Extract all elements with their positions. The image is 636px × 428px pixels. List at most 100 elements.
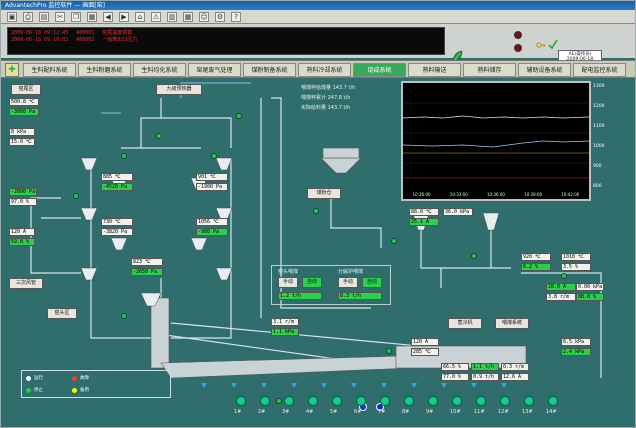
process-value[interactable]: 1056 ℃ <box>196 218 228 226</box>
nav-tab[interactable]: 生料配料系统 <box>23 63 76 77</box>
alarm-lamp-icon[interactable] <box>514 44 522 52</box>
back-icon[interactable]: ◀ <box>103 12 113 22</box>
chart-icon[interactable]: ▥ <box>167 12 177 22</box>
process-value[interactable]: -3820 Pa <box>101 228 133 236</box>
user-icon[interactable]: ☺ <box>199 12 209 22</box>
dosing-button[interactable]: 喂煤系统 <box>495 318 529 329</box>
fan-icon[interactable] <box>236 396 246 406</box>
cooler-button[interactable]: 蓖冷机 <box>448 318 482 329</box>
manual-button[interactable]: 手动 <box>278 277 298 288</box>
alarm-row[interactable]: 2009-06-18 09:12:45 A00001 窑尾温度报警 <box>11 30 441 37</box>
kiln-head-button[interactable]: 窑头区 <box>47 308 77 319</box>
process-value[interactable]: -980 Pa <box>196 228 228 236</box>
process-value[interactable]: 823 ℃ <box>131 258 163 266</box>
paste-icon[interactable]: ▦ <box>87 12 97 22</box>
acknowledge-icon[interactable] <box>548 38 558 50</box>
status-light-icon[interactable] <box>391 238 397 244</box>
process-value[interactable]: 1010 ℃ <box>561 253 591 261</box>
trend-chart[interactable]: 10:30:00 10:33:00 10:36:00 10:39:00 10:4… <box>401 81 591 201</box>
process-value[interactable]: 28.0 A <box>546 283 576 291</box>
process-value[interactable]: 0.3 r/m <box>501 363 529 371</box>
help-icon[interactable]: ? <box>231 12 241 22</box>
status-light-icon[interactable] <box>313 208 319 214</box>
nav-tab[interactable]: 生料均化系统 <box>133 63 186 77</box>
process-value[interactable]: 0.00 kPa <box>576 283 604 291</box>
forward-icon[interactable]: ▶ <box>119 12 129 22</box>
config-icon[interactable]: ⚙ <box>215 12 225 22</box>
status-light-icon[interactable] <box>73 193 79 199</box>
fan-icon[interactable] <box>452 396 462 406</box>
nav-tab[interactable]: 熟料储存 <box>463 63 516 77</box>
fan-icon[interactable] <box>380 396 390 406</box>
status-light-icon[interactable] <box>471 253 477 259</box>
process-value[interactable]: 2.4 kPa <box>561 348 591 356</box>
process-value[interactable]: 730 ℃ <box>101 218 133 226</box>
manual-button[interactable]: 手动 <box>338 277 358 288</box>
process-value[interactable]: -3000 Pa <box>9 108 39 116</box>
nav-tab[interactable]: 窑尾废气处理 <box>188 63 241 77</box>
fan-icon[interactable] <box>260 396 270 406</box>
status-light-icon[interactable] <box>561 273 567 279</box>
process-value[interactable]: 8 kPa <box>9 128 35 136</box>
process-value[interactable]: 120 A <box>9 228 35 236</box>
fan-icon[interactable] <box>476 396 486 406</box>
menu-icon[interactable]: ✚ <box>5 63 19 77</box>
process-value[interactable]: 36.0 kPa <box>443 208 473 216</box>
process-value[interactable]: 3.8 r/m <box>546 293 576 301</box>
alarm-log[interactable]: 2009-06-18 09:12:45 A00001 窑尾温度报警 2009-0… <box>7 27 445 55</box>
status-light-icon[interactable] <box>156 133 162 139</box>
nav-tab[interactable]: 煤粉制备系统 <box>243 63 296 77</box>
home-icon[interactable]: ⌂ <box>135 12 145 22</box>
process-value[interactable]: 12.6 A <box>501 373 529 381</box>
nav-tab[interactable]: 熟料冷却系统 <box>298 63 351 77</box>
nav-tab[interactable]: 生料粉磨系统 <box>78 63 131 77</box>
fan-icon[interactable] <box>284 396 294 406</box>
fan-icon[interactable] <box>524 396 534 406</box>
process-value[interactable]: 0.9 t/h <box>471 373 499 381</box>
process-value[interactable]: 500.8 ℃ <box>9 98 39 106</box>
process-value[interactable]: 97.0 % <box>9 198 37 206</box>
status-light-icon[interactable] <box>386 348 392 354</box>
process-value[interactable]: 25.1 A <box>409 218 439 226</box>
print-icon[interactable]: ⎙ <box>23 12 33 22</box>
process-value[interactable]: 901 ℃ <box>196 173 228 181</box>
status-light-icon[interactable] <box>211 153 217 159</box>
process-value[interactable]: 885 ℃ <box>101 173 133 181</box>
cut-icon[interactable]: ✂ <box>55 12 65 22</box>
process-value[interactable]: 6.5 kPa <box>561 338 591 346</box>
process-value[interactable]: 920 ℃ <box>521 253 551 261</box>
alarm-icon[interactable]: ⚠ <box>151 12 161 22</box>
grid-icon[interactable]: ▦ <box>183 12 193 22</box>
kiln-tail-button[interactable]: 窑尾区 <box>11 84 41 95</box>
process-value[interactable]: 285 ℃ <box>411 348 439 356</box>
status-light-icon[interactable] <box>236 113 242 119</box>
nav-tab[interactable]: 熟料输送 <box>408 63 461 77</box>
status-light-icon[interactable] <box>121 153 127 159</box>
nav-tab[interactable]: 配电监控系统 <box>573 63 626 77</box>
process-value[interactable]: 3.1 r/m <box>271 318 299 326</box>
copy-icon[interactable]: ❐ <box>71 12 81 22</box>
status-light-icon[interactable] <box>276 398 282 404</box>
process-value[interactable]: 1.1 t/h <box>471 363 499 371</box>
fan-icon[interactable] <box>428 396 438 406</box>
process-value[interactable]: -4520 Pa <box>101 183 133 191</box>
process-value[interactable]: -2650 Pa <box>131 268 163 276</box>
fan-icon[interactable] <box>500 396 510 406</box>
process-value[interactable]: 59.8 % <box>9 238 35 246</box>
save-icon[interactable]: ▣ <box>7 12 17 22</box>
fan-icon[interactable] <box>308 396 318 406</box>
process-value[interactable]: 3.5 % <box>561 263 591 271</box>
nav-tab[interactable]: 烧成系统 <box>353 63 406 77</box>
key-icon[interactable] <box>536 40 546 50</box>
process-value[interactable]: 88.0 % <box>576 293 604 301</box>
fan-icon[interactable] <box>404 396 414 406</box>
fan-icon[interactable] <box>332 396 342 406</box>
process-value[interactable]: 66.5 % <box>441 363 469 371</box>
auto-button[interactable]: 自动 <box>302 277 322 288</box>
tertiary-air-button[interactable]: 三次风管 <box>9 278 43 289</box>
process-value[interactable]: 88.0 ℃ <box>409 208 439 216</box>
open-icon[interactable]: ▤ <box>39 12 49 22</box>
auto-button[interactable]: 自动 <box>362 277 382 288</box>
process-value[interactable]: 6.2 % <box>521 263 551 271</box>
alarm-lamp-icon[interactable] <box>514 31 522 39</box>
